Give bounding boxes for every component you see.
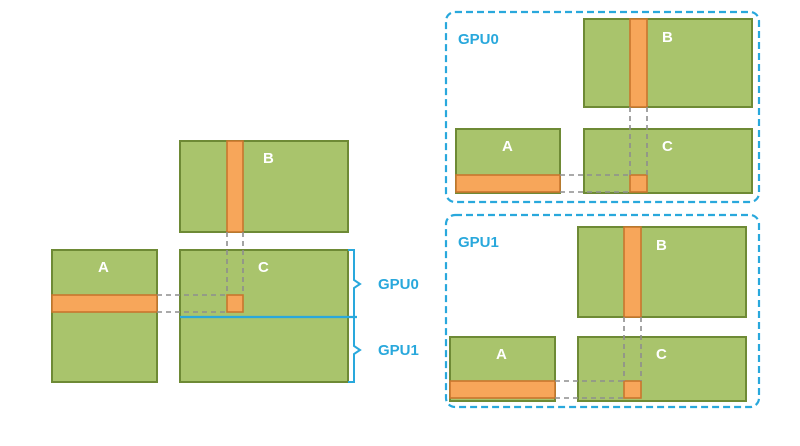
gpu1-matrix-c-label: C [656, 346, 667, 363]
gpu0-c-result-block [629, 174, 648, 193]
gpu0-panel: GPU0 B A C [444, 10, 761, 204]
gpu0-panel-title: GPU0 [458, 31, 499, 48]
gpu0-matrix-c-label: C [662, 138, 673, 155]
gpu1-matrix-b [577, 226, 747, 318]
gpu1-matrix-c [577, 336, 747, 402]
gpu0-matrix-b [583, 18, 753, 108]
gpu1-a-row-strip [449, 380, 556, 399]
gpu1-matrix-b-label: B [656, 237, 667, 254]
gpu0-a-row-strip [455, 174, 561, 193]
left-matrix-b-label: B [263, 150, 274, 167]
gpu1-matrix-a-label: A [496, 346, 507, 363]
gpu0-panel-border [444, 10, 761, 204]
left-matrix-a-label: A [98, 259, 109, 276]
left-matrix-a [51, 249, 158, 383]
left-matrix-c-label: C [258, 259, 269, 276]
gpu1-brace [348, 316, 362, 383]
left-b-column-strip [226, 140, 244, 233]
left-gpu0-label: GPU0 [378, 276, 419, 293]
gpu1-c-result-block [623, 380, 642, 399]
left-matrix-b [179, 140, 349, 233]
gpu0-matrix-b-label: B [662, 29, 673, 46]
gpu0-brace [348, 249, 362, 318]
left-diagram: B A C GPU0 GPU1 [51, 140, 419, 383]
left-gpu1-label: GPU1 [378, 342, 419, 359]
gpu0-matrix-a-label: A [502, 138, 513, 155]
gpu1-b-column-strip [623, 226, 642, 318]
left-c-result-block [226, 294, 244, 313]
gpu1-panel-title: GPU1 [458, 234, 499, 251]
gpu0-matrix-c [583, 128, 753, 194]
gpu1-panel-border [444, 213, 761, 409]
left-a-row-strip [51, 294, 158, 313]
gpu0-b-column-strip [629, 18, 648, 108]
gpu1-panel: GPU1 B A C [444, 213, 761, 409]
